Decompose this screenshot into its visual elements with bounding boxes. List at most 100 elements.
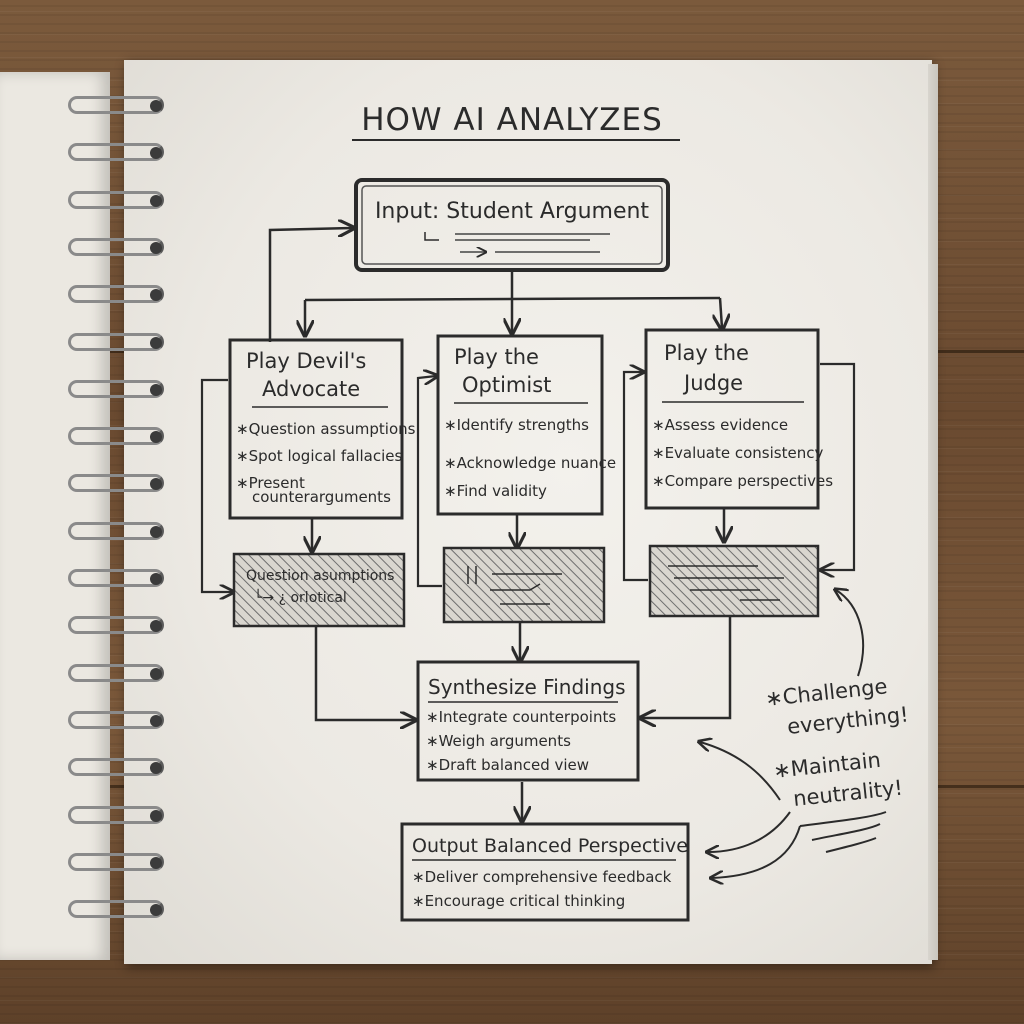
ring-wire [68, 285, 164, 304]
ring-wire [68, 332, 164, 351]
spiral-ring [68, 285, 166, 307]
optimist-title-line1: Play the [454, 345, 539, 369]
spiral-ring [68, 379, 166, 402]
ring-hole [150, 714, 162, 727]
note-text: Challenge [782, 674, 889, 709]
ring-wire [68, 710, 164, 729]
ring-hole [150, 478, 162, 491]
bullet-text: Acknowledge nuance [457, 454, 617, 472]
bullet-text: Integrate counterpoints [439, 708, 617, 726]
note-neutrality-line1: ∗Maintain [772, 748, 882, 783]
spiral-ring [68, 569, 166, 591]
spiral-ring [68, 805, 166, 828]
ring-hole [150, 809, 162, 822]
ring-hole [150, 383, 162, 396]
to-synthesize-arrows [314, 616, 732, 720]
note-neutrality-line2: neutrality! [792, 776, 904, 811]
side-note-arrows [700, 590, 887, 878]
spiral-ring [68, 710, 166, 733]
bullet-glyph: ∗ [652, 472, 665, 490]
ring-hole [150, 620, 162, 633]
feedback-loop-arrows [200, 362, 856, 592]
optimist-title-line2: Optimist [462, 373, 551, 397]
ring-hole [150, 241, 162, 254]
input-to-columns-arrows [268, 228, 722, 342]
scratch-note-line2: └→ ¿ orlotical [254, 589, 347, 606]
spiral-ring [68, 616, 166, 638]
ring-hole [150, 289, 162, 302]
note-challenge-line2: everything! [786, 702, 910, 739]
spiral-ring [68, 332, 166, 355]
synthesize-bullet-2: ∗Weigh arguments [426, 732, 571, 750]
ring-wire [68, 427, 164, 446]
output-bullet-2: ∗Encourage critical thinking [412, 892, 625, 910]
output-bullet-1: ∗Deliver comprehensive feedback [412, 868, 672, 886]
ring-hole [150, 147, 162, 160]
bullet-text: Find validity [457, 482, 547, 500]
ring-wire [68, 190, 164, 209]
ring-wire [68, 805, 164, 824]
ring-wire [68, 663, 164, 682]
bullet-glyph: ∗ [426, 708, 439, 726]
ring-wire [68, 143, 164, 162]
page-stack-edge [928, 64, 938, 960]
bullet-glyph: ∗ [652, 444, 665, 462]
bullet-text: Question assumptions [249, 420, 416, 438]
note-text: Maintain [790, 748, 882, 781]
spiral-ring [68, 96, 166, 118]
bullet-text: Draft balanced view [439, 756, 589, 774]
bullet-glyph: ∗ [426, 756, 439, 774]
output-box: Output Balanced Perspective ∗Deliver com… [400, 822, 690, 922]
ring-wire [68, 900, 164, 919]
left-notebook-page [0, 72, 110, 960]
bullet-glyph: ∗ [652, 416, 665, 434]
ring-hole [150, 856, 162, 869]
bullet-text: Present [249, 474, 305, 492]
output-title: Output Balanced Perspective [412, 835, 688, 857]
bullet-text: Evaluate consistency [665, 444, 824, 462]
spiral-ring [68, 427, 166, 449]
ring-wire [68, 96, 164, 114]
spiral-ring [68, 190, 166, 213]
ring-wire [68, 237, 164, 256]
synthesize-bullet-3: ∗Draft balanced view [426, 756, 589, 774]
bullet-glyph: ∗ [426, 732, 439, 750]
ring-wire [68, 758, 164, 777]
bullet-glyph: ∗ [236, 447, 249, 465]
bullet-text: Weigh arguments [439, 732, 571, 750]
devils-advocate-scratch-box: Question asumptions └→ ¿ orlotical [232, 552, 406, 628]
devils-advocate-title-line2: Advocate [262, 377, 360, 401]
input-box: Input: Student Argument [354, 178, 670, 272]
side-note-challenge: ∗Challenge everything! [764, 674, 910, 739]
bullet-text: Identify strengths [457, 416, 590, 434]
ring-hole [150, 667, 162, 680]
spiral-ring [68, 474, 166, 496]
bullet-text: Spot logical fallacies [249, 447, 403, 465]
spiral-ring [68, 663, 166, 686]
ring-hole [150, 100, 162, 112]
bullet-text: Compare perspectives [665, 472, 834, 490]
bullet-glyph: ∗ [772, 757, 792, 783]
optimist-box: Play the Optimist ∗Identify strengths ∗A… [436, 334, 617, 516]
column-down-arrows [312, 508, 724, 550]
judge-title-line2: Judge [682, 371, 743, 395]
bullet-glyph: ∗ [236, 474, 249, 492]
judge-scratch-box [648, 544, 820, 618]
ring-hole [150, 525, 162, 538]
ring-wire [68, 852, 164, 871]
synthesize-bullet-1: ∗Integrate counterpoints [426, 708, 616, 726]
ring-wire [68, 569, 164, 587]
spiral-ring [68, 900, 166, 922]
bullet-glyph: ∗ [444, 416, 457, 434]
ring-wire [68, 616, 164, 635]
bullet-glyph: ∗ [444, 454, 457, 472]
synthesize-box: Synthesize Findings ∗Integrate counterpo… [416, 660, 640, 782]
ring-hole [150, 336, 162, 349]
ring-wire [68, 474, 164, 493]
devils-advocate-bullet-1: ∗Question assumptions [236, 420, 416, 438]
bullet-text: Deliver comprehensive feedback [425, 868, 672, 886]
devils-advocate-bullet-3: ∗Present [236, 474, 305, 492]
optimist-scratch-box [442, 546, 606, 624]
ring-hole [150, 431, 162, 444]
